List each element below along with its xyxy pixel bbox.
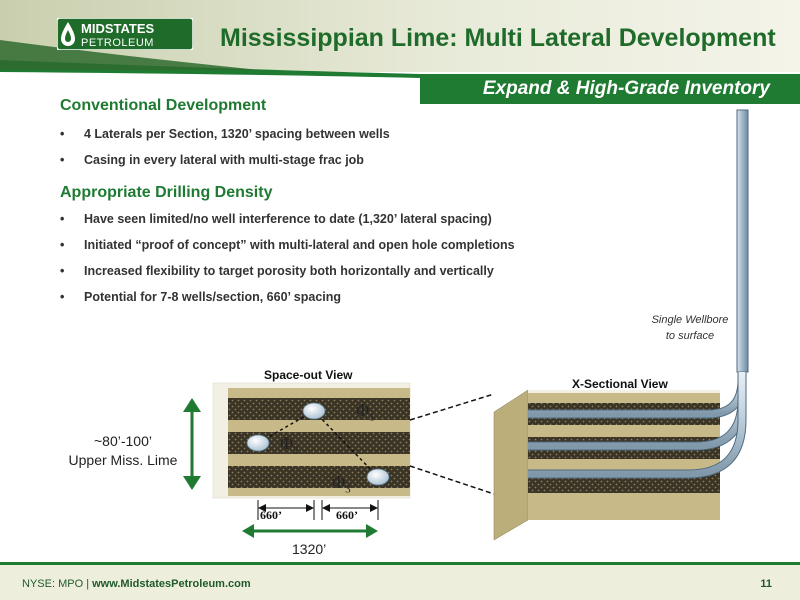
- bullet-item: •4 Laterals per Section, 1320’ spacing b…: [60, 127, 390, 141]
- page-subtitle: Expand & High-Grade Inventory: [482, 78, 770, 99]
- wellbore-note: Single Wellbore to surface: [651, 314, 729, 342]
- footer: [0, 565, 800, 600]
- midstates-logo: MIDSTATES PETROLEUM: [57, 18, 193, 50]
- section-heading-density: Appropriate Drilling Density: [60, 184, 273, 201]
- space-out-block: [212, 382, 411, 499]
- footer-website-link[interactable]: www.MidstatesPetroleum.com: [92, 578, 251, 590]
- bullet-item: •Casing in every lateral with multi-stag…: [60, 153, 364, 167]
- logo-text-2: PETROLEUM: [81, 37, 154, 49]
- thickness-arrow: [183, 398, 201, 490]
- spacing-arrows-660: [257, 500, 379, 520]
- page-title: Mississippian Lime: Multi Lateral Develo…: [220, 24, 776, 52]
- porosity-symbol-2: Φ2: [280, 433, 299, 457]
- section-heading-conventional: Conventional Development: [60, 97, 267, 114]
- x-section-view-label: X-Sectional View: [572, 377, 668, 391]
- laterals: [528, 372, 747, 479]
- lateral-cross-section: [302, 402, 326, 420]
- spacing-label-right: 660’: [336, 508, 358, 522]
- thickness-label: ~80’-100’ Upper Miss. Lime: [68, 433, 178, 468]
- bullet-item: •Potential for 7-8 wells/section, 660’ s…: [60, 290, 342, 304]
- spacing-label-total: 1320’: [292, 541, 327, 557]
- footer-rule: [0, 562, 800, 565]
- page-number: 11: [760, 578, 772, 590]
- porosity-symbol-1: Φ1: [356, 400, 375, 424]
- logo-text-1: MIDSTATES: [81, 21, 155, 36]
- porosity-symbol-3: Φ3: [332, 472, 351, 496]
- bullet-item: •Increased flexibility to target porosit…: [60, 264, 494, 278]
- subtitle-bar: [420, 76, 800, 104]
- space-out-view-label: Space-out View: [264, 368, 353, 382]
- footer-separator: |: [86, 578, 90, 590]
- footer-ticker: NYSE: MPO: [22, 578, 84, 590]
- bullet-item: •Have seen limited/no well interference …: [60, 212, 492, 226]
- bullet-item: •Initiated “proof of concept” with multi…: [60, 238, 515, 252]
- lateral-cross-section: [246, 434, 270, 452]
- lateral-cross-section: [366, 468, 390, 486]
- spacing-arrow-1320: [242, 524, 378, 538]
- footer-text: NYSE: MPO | www.MidstatesPetroleum.com: [22, 578, 251, 590]
- spacing-label-left: 660’: [260, 508, 282, 522]
